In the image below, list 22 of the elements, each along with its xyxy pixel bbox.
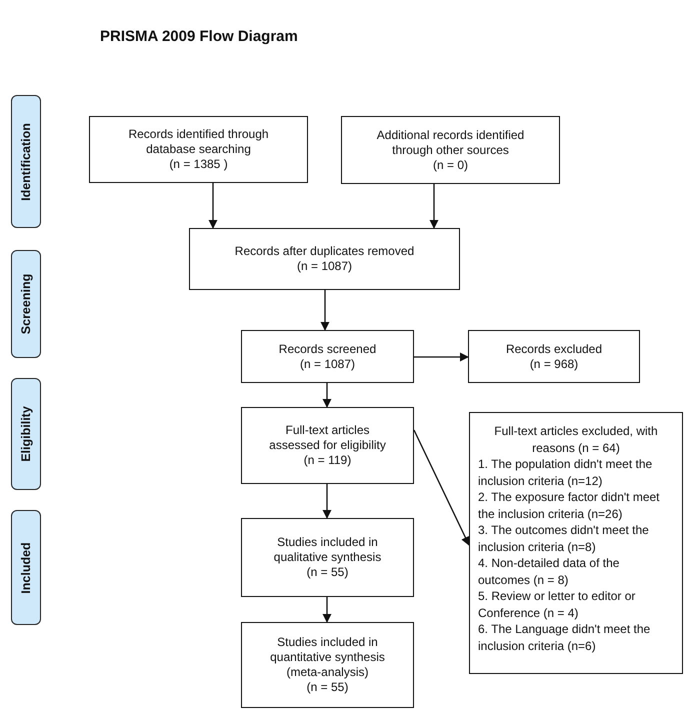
diagram-title: PRISMA 2009 Flow Diagram <box>100 28 298 45</box>
process-box: Additional records identified through other sources (n = 0) <box>341 116 560 184</box>
process-box: Studies included in qualitative synthesis (n = 55) <box>241 518 414 597</box>
arrow <box>429 184 439 229</box>
arrow <box>208 183 218 229</box>
stage-band: Eligibility <box>11 378 41 490</box>
process-box: Full-text articles assessed for eligibility (n = 119) <box>241 407 414 484</box>
stage-band: Screening <box>11 250 41 358</box>
process-box: Studies included in quantitative synthesis (meta-analysis) (n = 55) <box>241 622 414 708</box>
stage-band: Included <box>11 510 41 625</box>
process-box: Records screened (n = 1087) <box>241 330 414 383</box>
arrow <box>322 383 332 408</box>
stage-band: Identification <box>11 95 41 228</box>
process-box: Full-text articles excluded, with reasons (n = 64) 1. The population didn't meet the inclusion criteria (n=12) 2. The exposure factor didn't meet the inclusion criteria (n=26) 3. The outcomes didn't meet the inclusion criteria (n=8) 4. Non-detailed data of the outcomes (n = 8) 5. Review or letter to editor or Conference (n = 4) 6. The Language didn't meet the inclusion criteria (n=6) <box>469 412 683 674</box>
process-box: Records after duplicates removed (n = 1087) <box>189 228 460 290</box>
arrow <box>414 352 469 362</box>
process-box: Records identified through database searching (n = 1385 ) <box>89 116 308 183</box>
process-box: Records excluded (n = 968) <box>468 330 640 383</box>
arrow <box>322 484 332 519</box>
arrow <box>413 430 470 546</box>
arrow <box>322 597 332 623</box>
arrow <box>320 290 330 331</box>
